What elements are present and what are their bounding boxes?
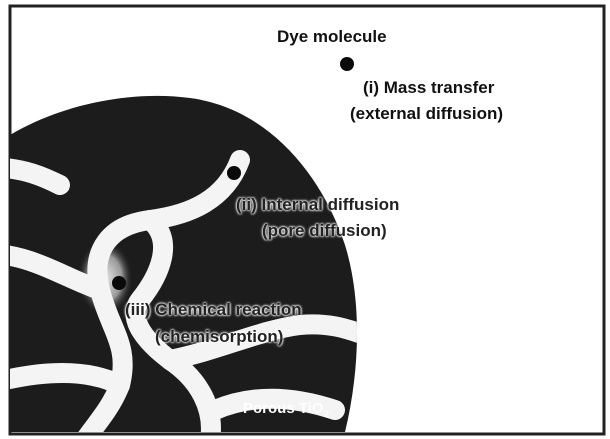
chemisorption-label: (chemisorption) xyxy=(155,327,283,347)
chemical-reaction-label: (iii) Chemical reaction xyxy=(125,300,302,320)
pore-diffusion-label: (pore diffusion) xyxy=(262,221,387,241)
dye-molecule-label: Dye molecule xyxy=(277,27,387,47)
porous-tio2-label: Porous TiO2 xyxy=(243,399,329,425)
dye-molecule-adsorbed xyxy=(112,276,126,290)
porous-tio2-subscript: 2 xyxy=(324,409,330,420)
mass-transfer-label: (i) Mass transfer xyxy=(363,78,494,98)
dye-molecule-external xyxy=(340,57,354,71)
dye-molecule-pore xyxy=(227,166,241,180)
porous-tio2-text: Porous TiO xyxy=(243,400,324,417)
internal-diffusion-label: (ii) Internal diffusion xyxy=(236,195,399,215)
external-diffusion-label: (external diffusion) xyxy=(350,104,503,124)
